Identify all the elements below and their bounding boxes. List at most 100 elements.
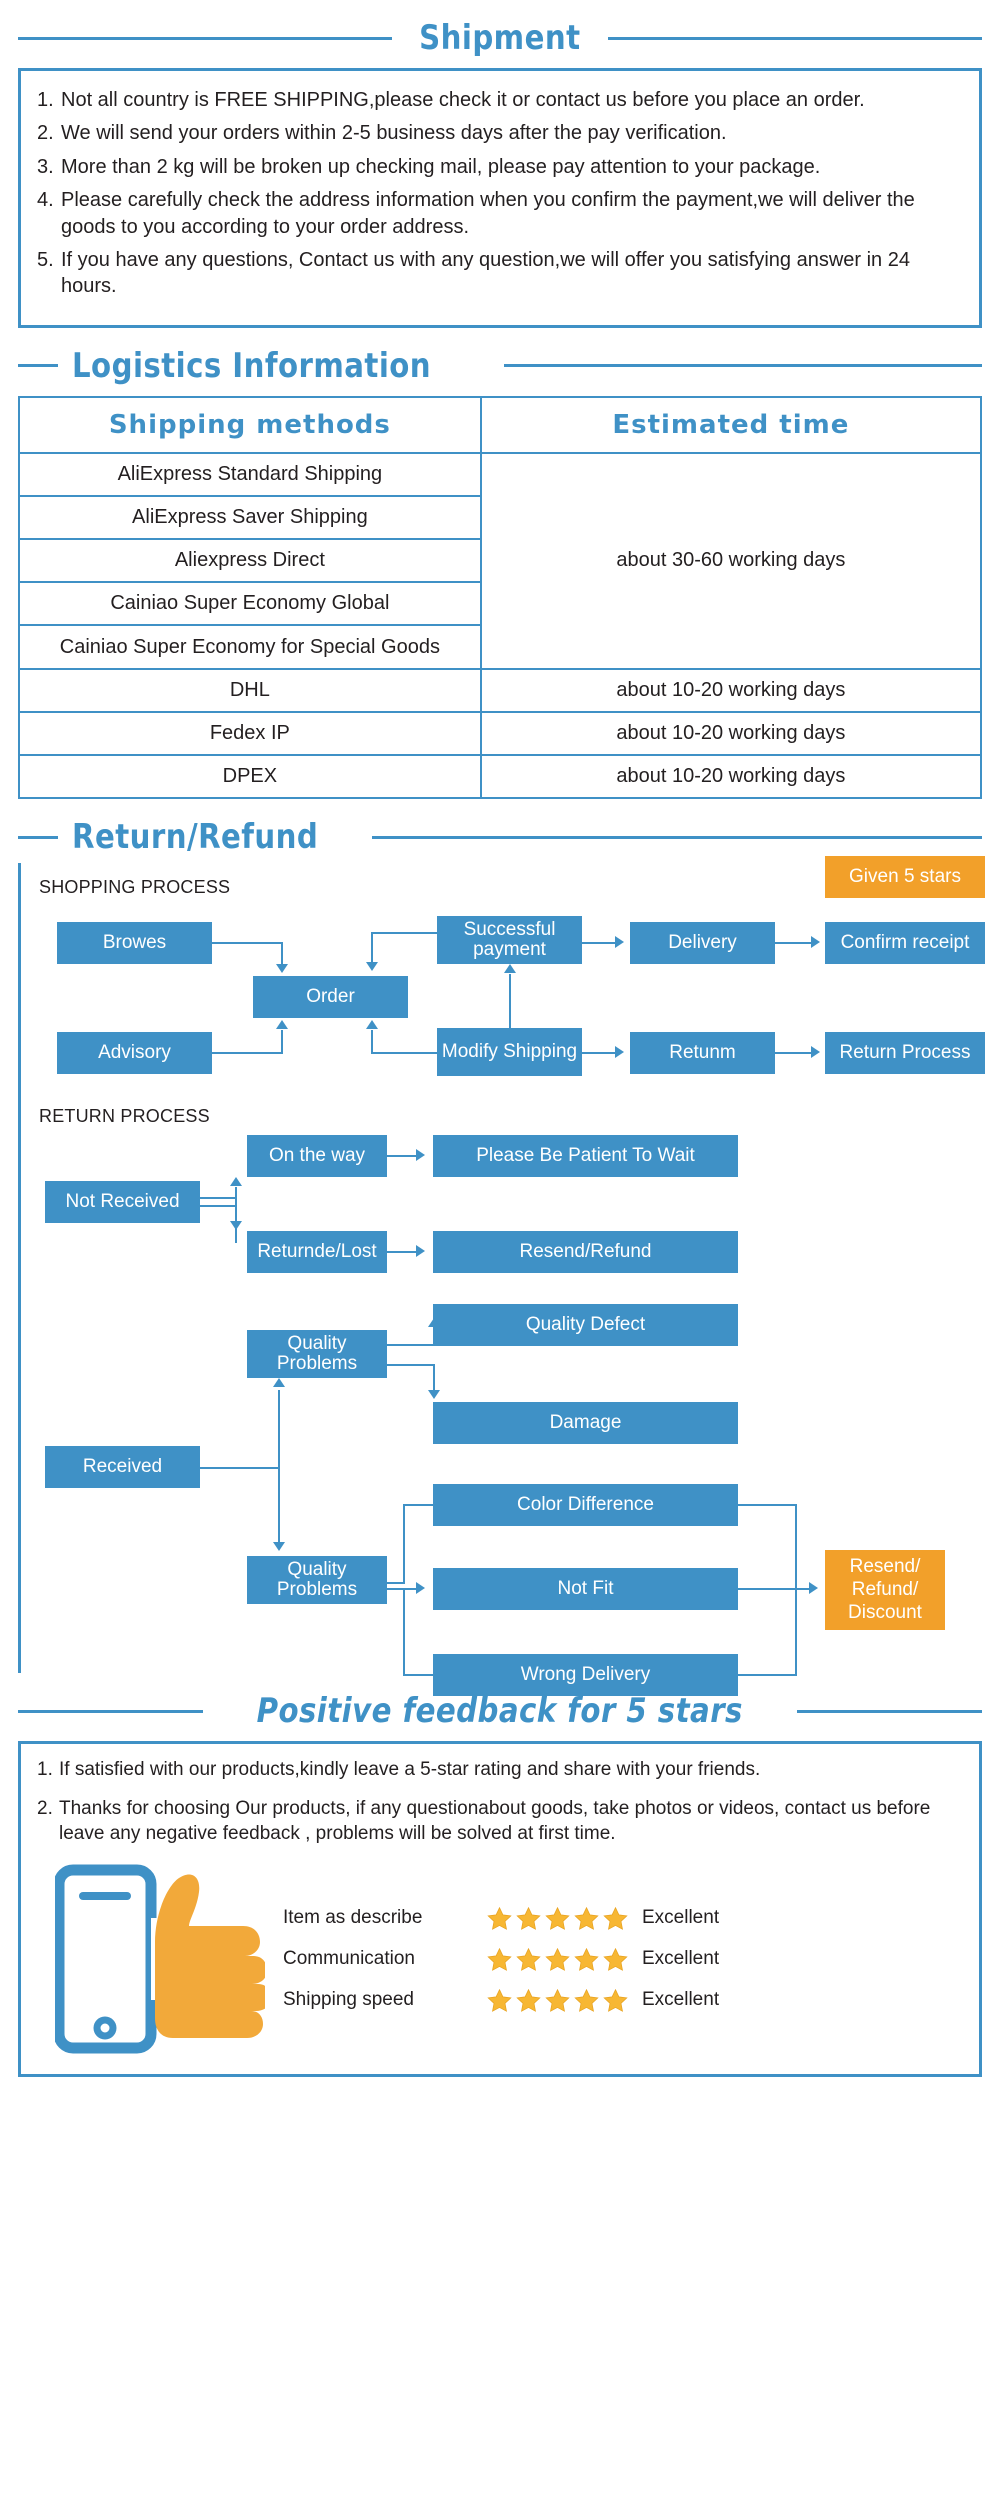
list-item: 4.Please carefully check the address inf… <box>37 187 963 240</box>
cell-method: Fedex IP <box>18 711 482 757</box>
feedback-list: 1.If satisfied with our products,kindly … <box>37 1758 963 1846</box>
arrow-down-icon <box>273 1542 285 1552</box>
arrow-up-icon <box>230 1177 242 1187</box>
connector <box>738 1674 796 1677</box>
flow-node-advisory[interactable]: Advisory <box>57 1032 212 1075</box>
connector <box>738 1588 810 1591</box>
star-icon <box>487 1906 512 1931</box>
list-item: 5.If you have any questions, Contact us … <box>37 247 963 300</box>
rating-row: Communication Excellent <box>283 1947 963 1972</box>
shipment-list: 1.Not all country is FREE SHIPPING,pleas… <box>37 87 963 300</box>
logistics-section-header: Logistics Information <box>18 346 982 386</box>
list-number: 4. <box>37 189 54 212</box>
flow-node-received[interactable]: Received <box>45 1446 200 1489</box>
header-rule-left <box>18 36 393 40</box>
connector <box>281 942 283 967</box>
header-rule-right <box>503 364 982 368</box>
flow-node-color-difference[interactable]: Color Difference <box>433 1484 738 1527</box>
flow-node-on-the-way[interactable]: On the way <box>247 1135 387 1178</box>
shopping-process-flow: Browes Advisory Order Successful payment… <box>35 856 985 1084</box>
table-row: Aliexpress Direct <box>18 537 981 583</box>
arrow-right-icon <box>416 1582 425 1595</box>
list-item: 2.Thanks for choosing Our products, if a… <box>37 1797 963 1846</box>
table-row: Cainiao Super Economy for Special Goods <box>18 623 981 671</box>
flow-node-return-process[interactable]: Return Process <box>825 1032 985 1075</box>
connector <box>235 1187 237 1244</box>
list-number: 3. <box>37 155 54 178</box>
arrow-up-icon <box>504 964 516 974</box>
shipment-frame: 1.Not all country is FREE SHIPPING,pleas… <box>18 68 982 328</box>
flow-node-returnde-lost[interactable]: Returnde/Lost <box>247 1231 387 1274</box>
rating-stars <box>487 1906 628 1931</box>
flow-node-successful-payment[interactable]: Successful payment <box>437 916 582 965</box>
star-icon <box>516 1906 541 1931</box>
list-text: If satisfied with our products,kindly le… <box>59 1759 761 1781</box>
connector <box>582 1052 618 1055</box>
connector <box>403 1674 435 1677</box>
list-number: 2. <box>37 122 54 145</box>
connector <box>212 1052 282 1055</box>
feedback-frame: 1.If satisfied with our products,kindly … <box>18 1741 982 2078</box>
flow-node-wrong-delivery[interactable]: Wrong Delivery <box>433 1654 738 1697</box>
flow-node-modify-shipping[interactable]: Modify Shipping <box>437 1028 582 1077</box>
connector <box>387 1344 435 1347</box>
flow-node-confirm-receipt[interactable]: Confirm receipt <box>825 922 985 965</box>
list-item: 3.More than 2 kg will be broken up check… <box>37 154 963 180</box>
rating-verdict: Excellent <box>642 1948 720 1970</box>
flow-node-quality-problems-bottom[interactable]: Quality Problems <box>247 1556 387 1605</box>
star-icon <box>516 1988 541 2013</box>
flow-node-browse[interactable]: Browes <box>57 922 212 965</box>
connector <box>403 1588 405 1675</box>
flow-node-delivery[interactable]: Delivery <box>630 922 775 965</box>
flow-node-order[interactable]: Order <box>253 976 408 1019</box>
flow-node-given-5-stars[interactable]: Given 5 stars <box>825 856 985 899</box>
flow-node-quality-problems-top[interactable]: Quality Problems <box>247 1330 387 1379</box>
rating-row: Shipping speed Excellent <box>283 1988 963 2013</box>
arrow-down-icon <box>276 964 288 974</box>
arrow-down-icon <box>366 962 378 972</box>
flow-node-quality-defect[interactable]: Quality Defect <box>433 1304 738 1347</box>
arrow-right-icon <box>615 1046 624 1059</box>
rating-verdict: Excellent <box>642 1989 720 2011</box>
rating-verdict: Excellent <box>642 1907 720 1929</box>
arrow-down-icon <box>428 1390 440 1400</box>
arrow-up-icon <box>276 1020 288 1030</box>
return-process-flow-top: Not Received On the way Please Be Patien… <box>35 1133 982 1278</box>
star-icon <box>516 1947 541 1972</box>
rating-stars <box>487 1947 628 1972</box>
table-row: DPEX about 10-20 working days <box>18 754 983 800</box>
star-icon <box>574 1906 599 1931</box>
cell-method: AliExpress Standard Shipping <box>18 451 482 497</box>
list-number: 2. <box>37 1797 53 1819</box>
star-icon <box>574 1988 599 2013</box>
return-process-flow-bottom: Received Quality Problems Quality Proble… <box>35 1278 982 1697</box>
connector <box>371 1030 373 1055</box>
connector <box>200 1467 280 1470</box>
return-refund-section-header: Return/Refund <box>18 817 982 857</box>
arrow-right-icon <box>416 1149 425 1162</box>
star-icon <box>603 1906 628 1931</box>
table-row: Fedex IP about 10-20 working days <box>18 711 983 757</box>
connector <box>509 974 511 1031</box>
connector <box>582 942 618 945</box>
ratings-list: Item as describe Excellent Communication <box>283 1890 963 2029</box>
flow-node-not-fit[interactable]: Not Fit <box>433 1568 738 1611</box>
connector <box>403 1504 405 1585</box>
star-icon <box>487 1947 512 1972</box>
flow-node-damage[interactable]: Damage <box>433 1402 738 1445</box>
list-text: Not all country is FREE SHIPPING,please … <box>61 89 865 111</box>
header-rule-right <box>796 1709 982 1713</box>
shipment-section-header: Shipment <box>18 18 983 58</box>
feedback-bottom: Item as describe Excellent Communication <box>37 1860 963 2060</box>
flow-node-resend-refund-discount[interactable]: Resend/ Refund/ Discount <box>825 1550 945 1631</box>
rating-label: Shipping speed <box>283 1989 414 2011</box>
page-root: Shipment 1.Not all country is FREE SHIPP… <box>0 18 1000 2095</box>
flow-node-not-received[interactable]: Not Received <box>45 1181 200 1224</box>
flow-node-resend-refund[interactable]: Resend/Refund <box>433 1231 738 1274</box>
star-icon <box>603 1988 628 2013</box>
flow-node-returnm[interactable]: Retunm <box>630 1032 775 1075</box>
connector <box>371 932 373 965</box>
connector <box>278 1467 280 1546</box>
flow-node-please-be-patient[interactable]: Please Be Patient To Wait <box>433 1135 738 1178</box>
table-header-row: Shipping methods Estimated time <box>18 395 983 454</box>
